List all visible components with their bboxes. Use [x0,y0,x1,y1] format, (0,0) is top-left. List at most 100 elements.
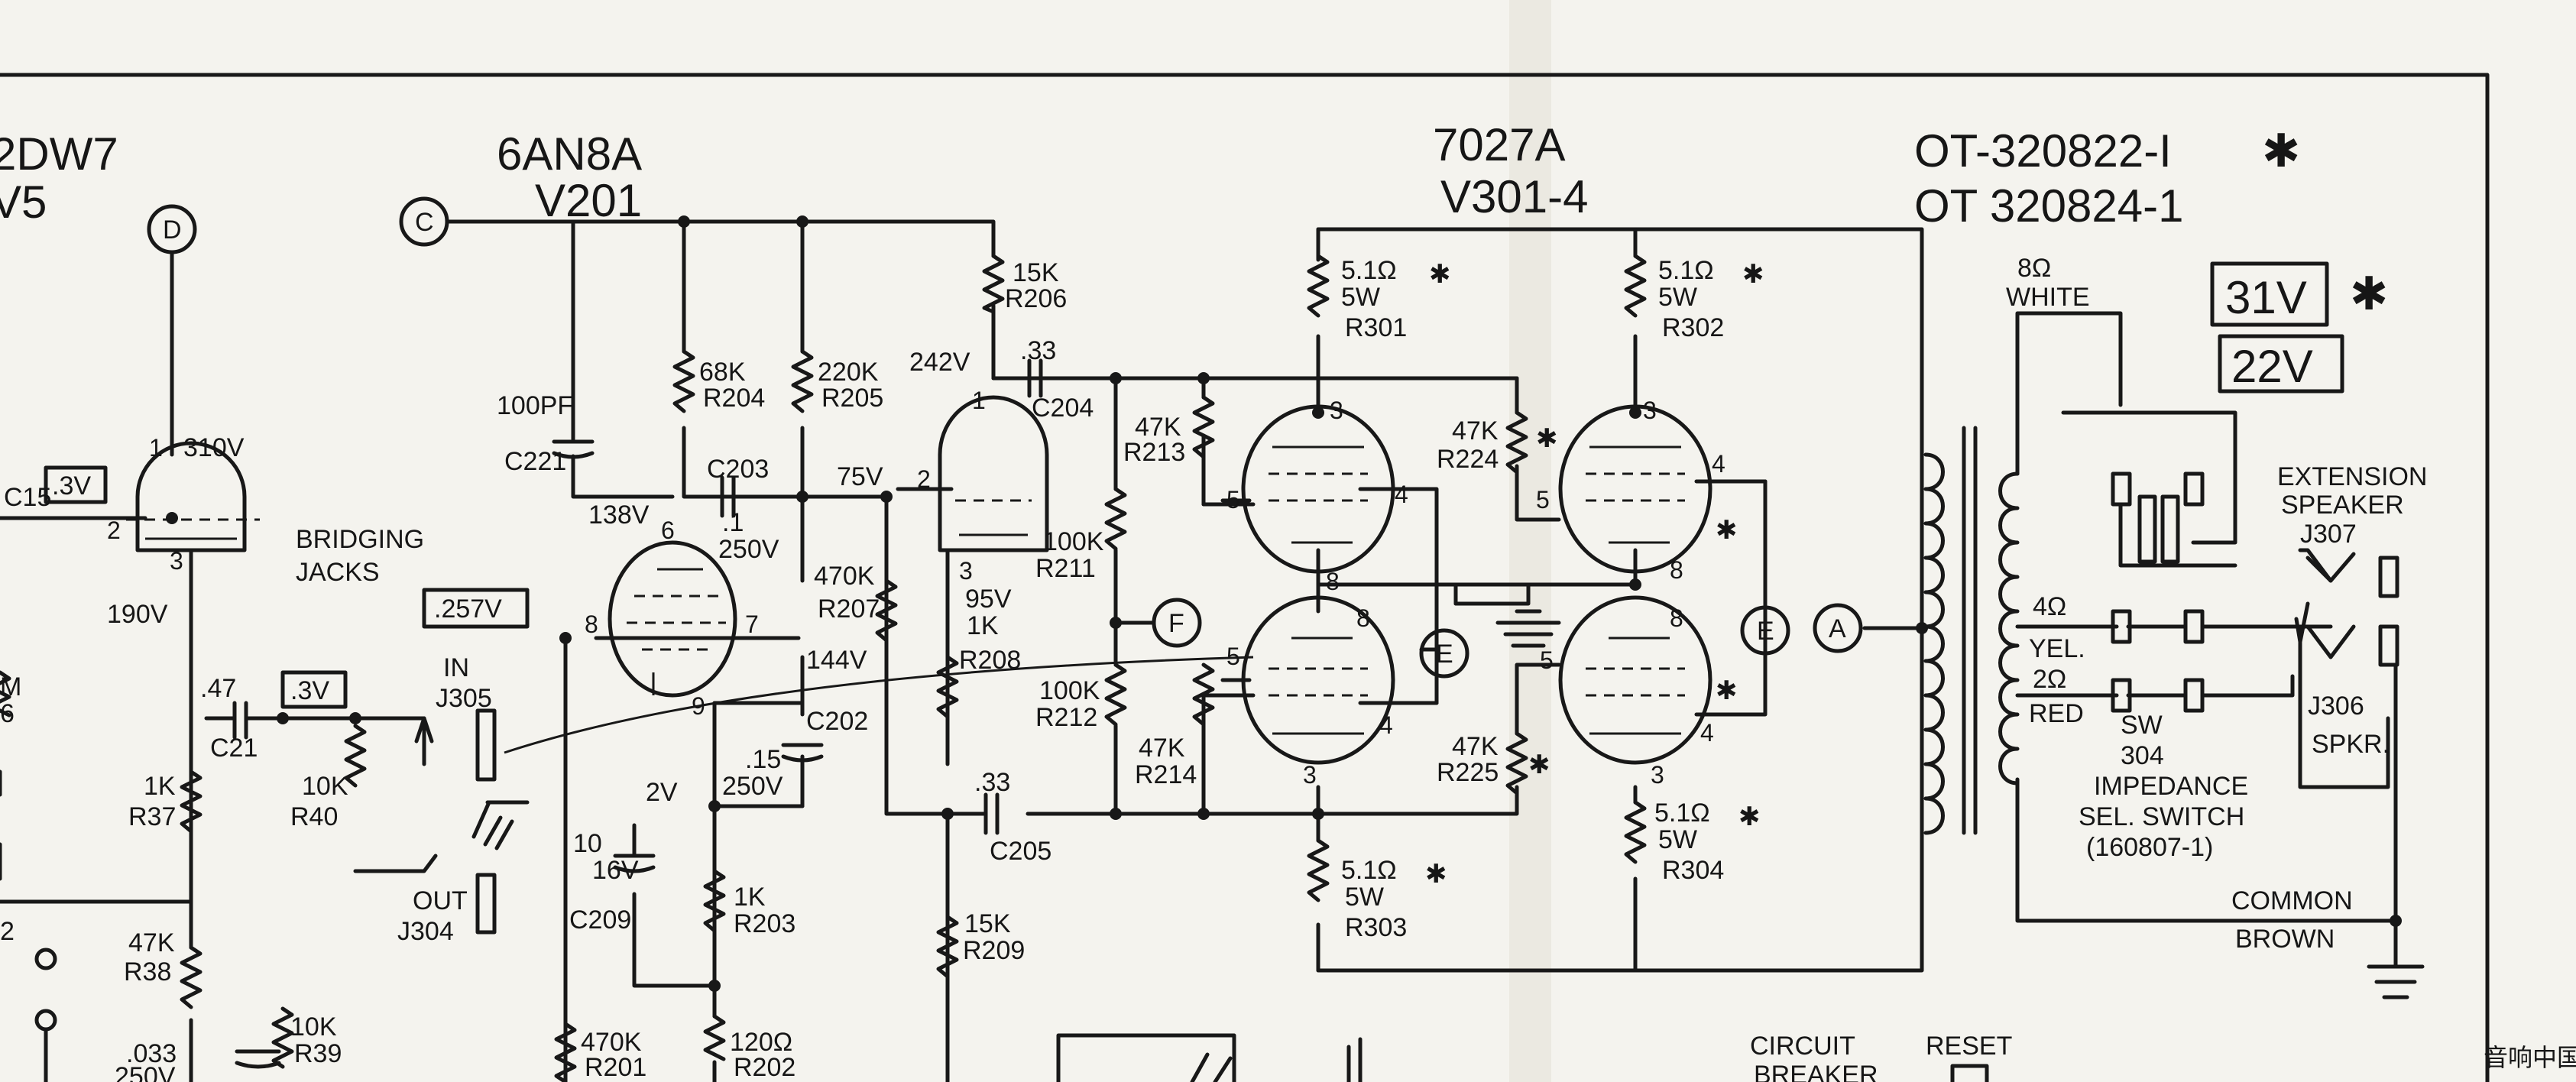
star-r304: ✱ [1738,802,1761,831]
circuit-breaker-label-1: CIRCUIT [1750,1032,1855,1061]
res-r209-value: 15K [964,909,1011,938]
res-r212-value: 100K [1039,676,1100,705]
box-22v [2218,334,2344,394]
connector-a-label: A [1829,614,1846,643]
volt-310v: 310V [183,433,245,462]
transformer-part-1: OT-320822-I [1914,125,2172,177]
cap-c202-value: .15 [745,745,781,774]
svg-text:8: 8 [1670,556,1683,584]
tap-white-label: WHITE [2006,283,2090,312]
res-r225-ref: R225 [1437,758,1499,787]
jack-out-label: OUT [413,886,468,915]
ground-symbols [1495,609,1561,648]
svg-text:8: 8 [1356,604,1370,632]
tube-type-6an8a: 6AN8A [497,128,642,180]
res-r203-ref: R203 [734,909,795,938]
label-common: COMMON [2231,886,2353,915]
connector-c-label: C [415,208,434,237]
res-r224-ref: R224 [1437,445,1499,474]
connector-a [1813,603,1863,653]
bottom-fragments [34,948,1989,1082]
cap-c205-ref: C205 [990,837,1051,866]
svg-text:2: 2 [917,465,931,493]
bridging-jacks-label-1: BRIDGING [296,525,424,554]
box-31v [2210,261,2329,327]
pin-numbers: 1 2 3 6 8 7 9 1 2 3 3 5 4 8 3 5 4 8 8 5 … [107,387,1725,789]
volt-75v: 75V [837,462,883,491]
res-r206-value: 15K [1013,258,1059,287]
cap-c221-value: 100PF [497,391,573,420]
res-r38-value: 47K [128,928,175,957]
res-r201-ref: R201 [585,1053,646,1082]
tap-2-ohm: 2Ω [2033,665,2066,694]
cap-c202-volt: 250V [722,772,783,801]
svg-text:4: 4 [1700,719,1714,747]
input-jacks-art [353,656,1254,935]
cap-c202-ref: C202 [806,707,868,736]
svg-text:8: 8 [1670,604,1683,632]
res-r302-ref: R302 [1662,313,1724,342]
tube-type-7027a: 7027A [1433,119,1566,170]
output-transformer-art [1923,311,2425,999]
svg-text:8: 8 [585,611,598,638]
res-r304-value: 5.1Ω [1654,799,1710,828]
tube-ref-v5: V5 [0,177,47,228]
svg-text:1: 1 [149,434,163,462]
cap-c21-value: .47 [200,674,236,703]
res-r37-value: 1K [144,772,176,801]
capacitor-symbols [204,358,1043,1069]
tap-yel-label: YEL. [2029,634,2085,663]
tube-type-2dw7: 2DW7 [0,128,118,180]
res-r208-value: 1K [967,611,999,640]
label-22v: 22V [2231,341,2313,392]
cap-c221-ref: C221 [504,447,566,476]
svg-text:3: 3 [1643,397,1657,424]
circuit-breaker-label-2: BREAKER [1754,1061,1878,1082]
res-r201-value: 470K [581,1028,642,1057]
left-edge-fragment-m: M [0,672,21,701]
label-spkr: SPKR. [2312,730,2390,759]
res-r211-ref: R211 [1035,554,1096,583]
svg-text:3: 3 [1330,397,1343,424]
res-r206-ref: R206 [1005,284,1067,313]
res-r301-value: 5.1Ω [1341,256,1397,285]
transformer-part-2: OT 320824-1 [1914,180,2183,232]
label-speaker: SPEAKER [2281,491,2404,520]
label-j306: J306 [2308,692,2364,721]
res-r214-value: 47K [1139,734,1185,763]
res-r304-ref: R304 [1662,856,1724,885]
svg-text:6: 6 [661,517,675,544]
jack-j305-ref: J305 [436,684,492,713]
transformer-star: ✱ [2262,125,2300,177]
star-r301: ✱ [1429,260,1451,289]
res-r208-ref: R208 [959,646,1021,675]
cap-c204-value: .33 [1020,336,1056,365]
label-brown: BROWN [2235,925,2335,954]
reset-label: RESET [1926,1032,2012,1061]
star-r224: ✱ [1536,424,1558,453]
res-r204-value: 68K [699,358,746,387]
cap-c203-ref: C203 [707,455,769,484]
res-r214-ref: R214 [1135,760,1197,789]
star-r225: ✱ [1528,750,1550,779]
label-3v-top: .3V [52,471,91,501]
cap-033-volt: 250V [115,1062,176,1082]
label-257v: .257V [434,594,502,624]
paper-fold [1509,0,1551,1082]
cap-c209-value: 10 [573,829,602,858]
box-3v-in [280,670,348,709]
cap-c21-ref: C21 [210,734,258,763]
res-r302-watt: 5W [1658,283,1697,312]
switch-304-label: 304 [2121,741,2164,770]
res-r40-ref: R40 [290,802,338,831]
connector-d-label: D [163,215,182,245]
resistor-zigzags [0,254,1647,1082]
jack-j304-ref: J304 [397,917,454,946]
tube-ref-v301-4: V301-4 [1440,171,1588,222]
switch-part-label: (160807-1) [2086,833,2213,862]
volt-2v: 2V [646,778,678,807]
res-r40-value: 10K [302,772,348,801]
svg-text:1: 1 [972,387,986,414]
res-r37-ref: R37 [128,802,176,831]
drawing-border [0,73,2490,1082]
